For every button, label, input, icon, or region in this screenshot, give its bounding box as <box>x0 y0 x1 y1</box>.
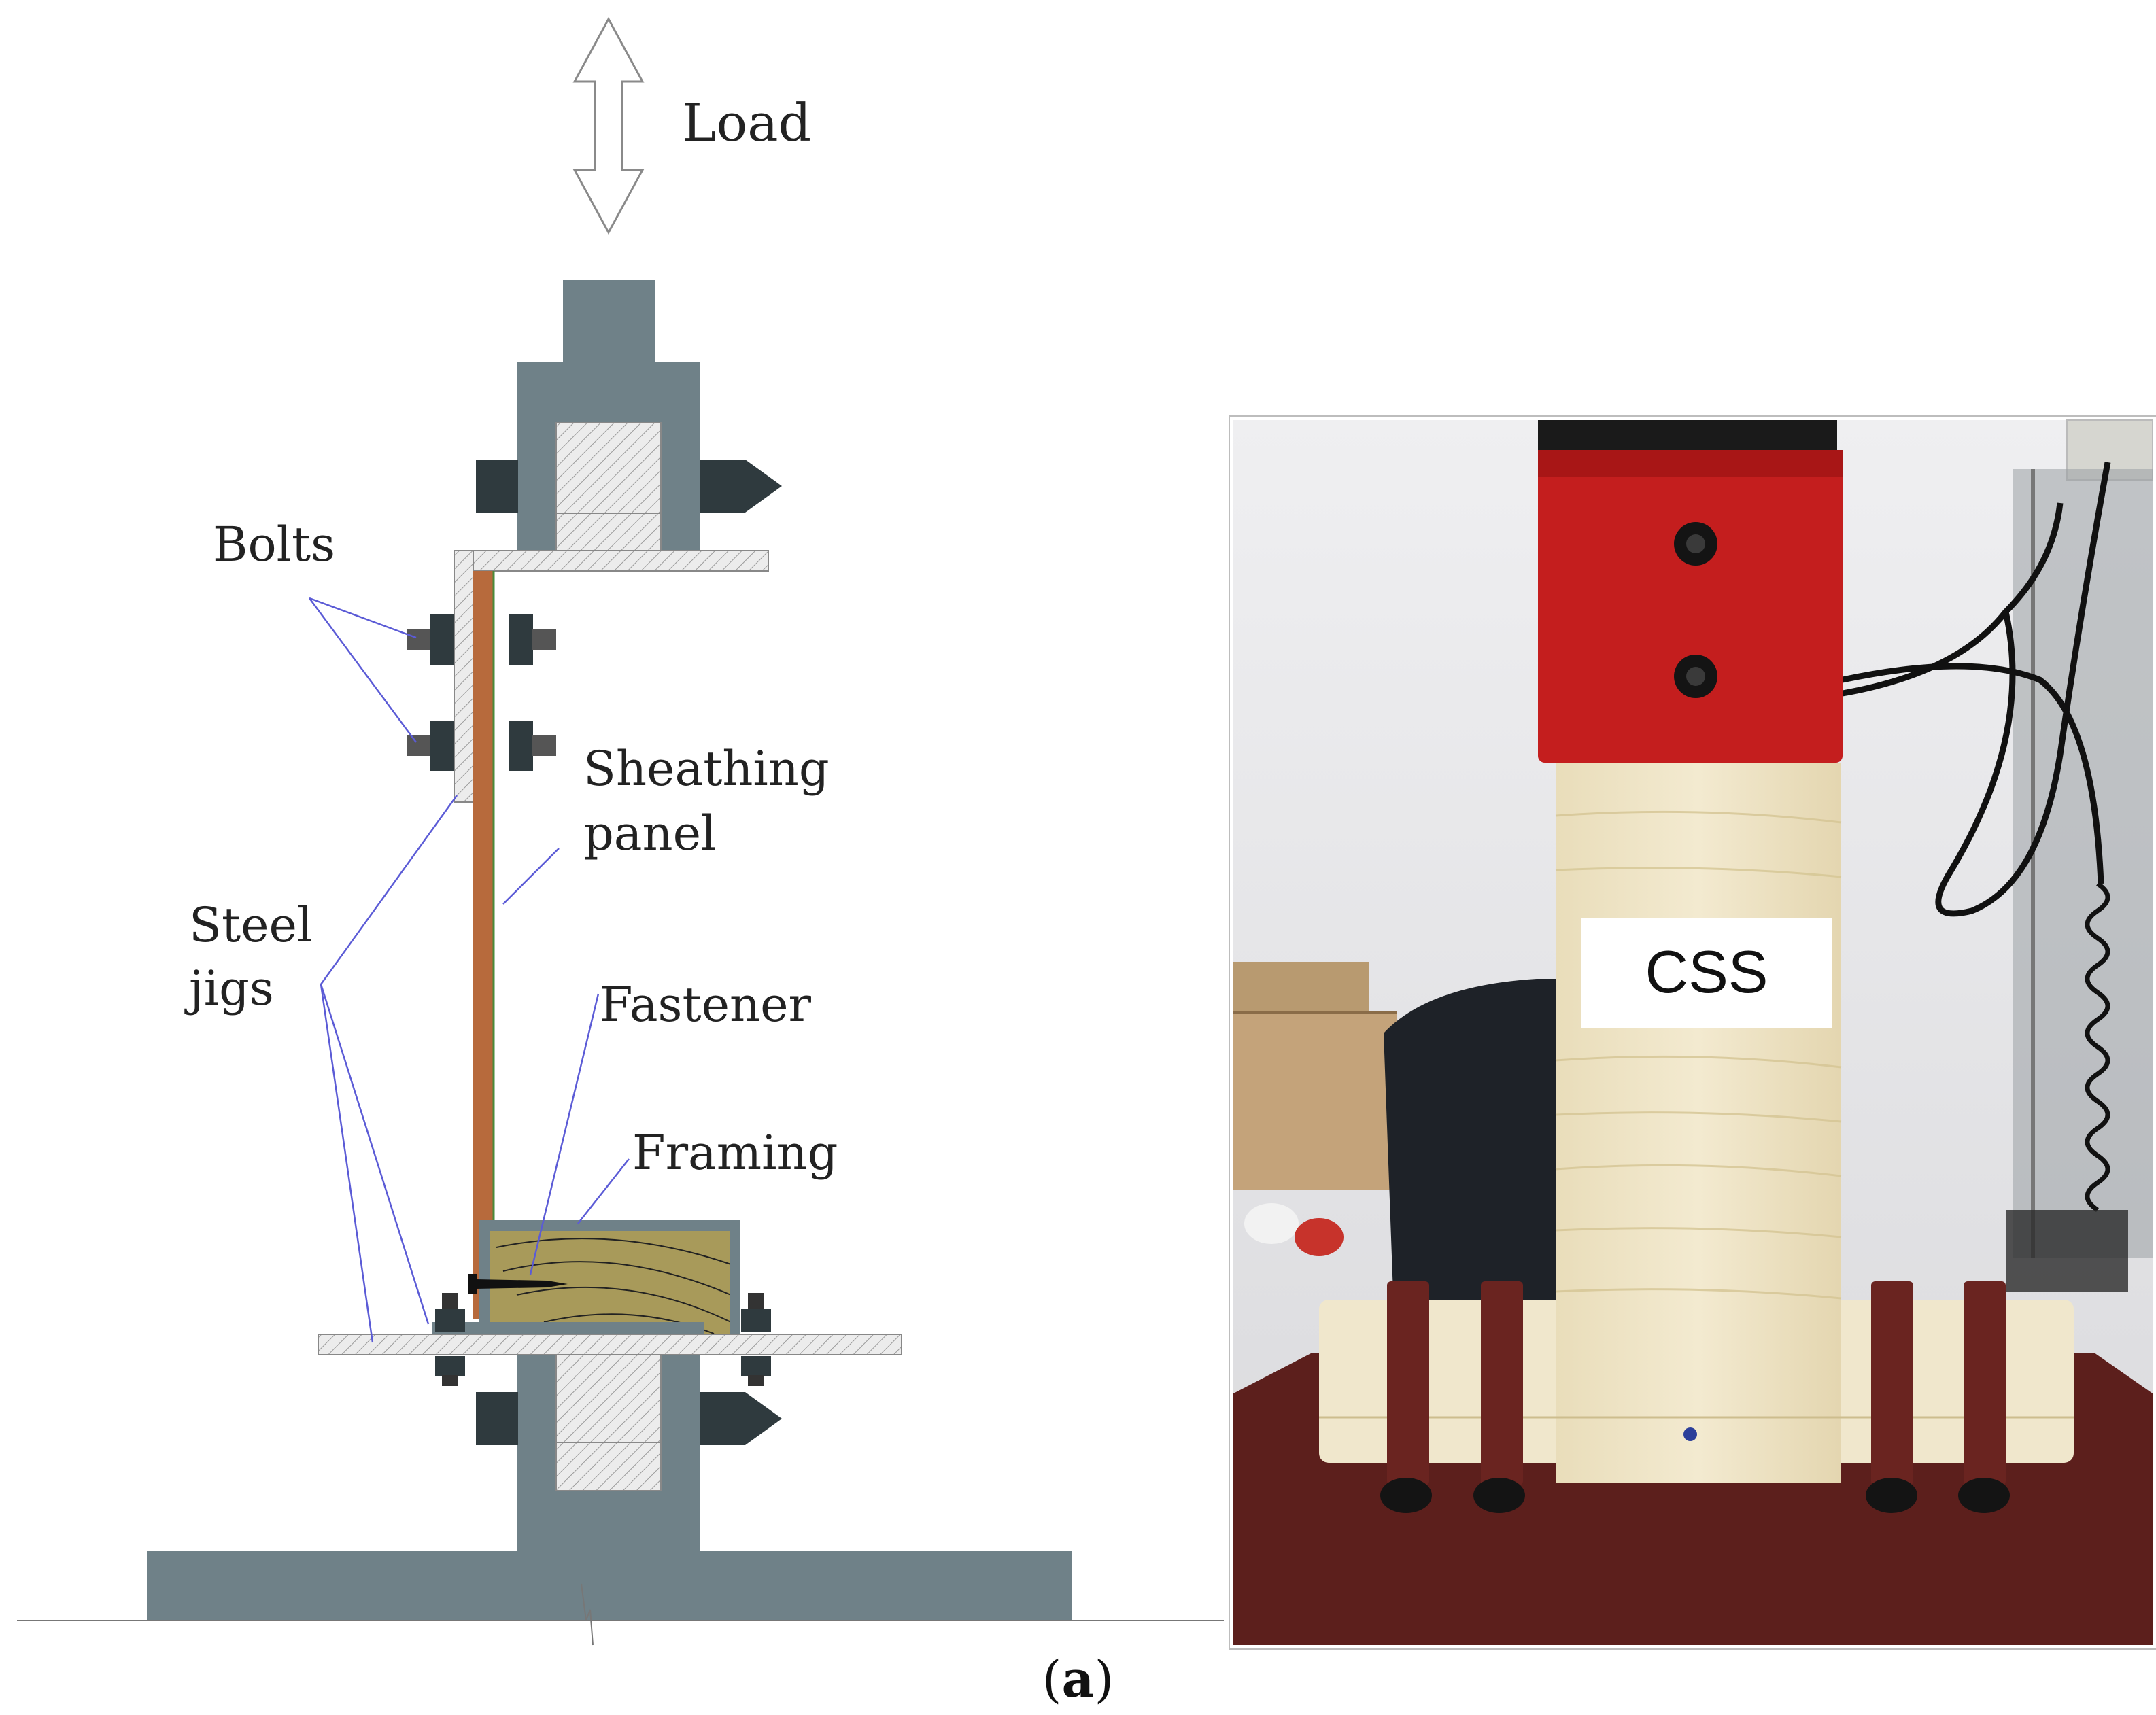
red-clamp <box>1538 450 1843 763</box>
sheathing-label-line2: panel <box>583 805 716 861</box>
specimen-label-text: CSS <box>1645 938 1768 1005</box>
fastener-label: Fastener <box>600 977 812 1033</box>
bottom-grip-pin-right <box>700 1392 782 1445</box>
clamp-bolts <box>1674 522 1717 698</box>
leader-lines <box>308 597 630 1343</box>
bottom-bolts <box>435 1293 771 1386</box>
steel-label-line1: Steel <box>189 897 312 953</box>
top-grip-pin-right <box>700 460 782 513</box>
framing-member <box>483 1224 738 1336</box>
bottom-jig-plate <box>318 1334 902 1355</box>
straps <box>1387 1281 2006 1485</box>
top-grip-pin-left <box>476 460 518 513</box>
sheathing-label-line1: Sheathing <box>583 741 829 797</box>
framing-jig-top <box>479 1220 740 1231</box>
framing-label: Framing <box>632 1125 838 1181</box>
specimen-label-card <box>1581 918 1832 1028</box>
strap-nuts <box>1380 1478 2010 1513</box>
sheathing-panel <box>473 571 494 1319</box>
fastener-head <box>1683 1427 1697 1441</box>
schematic-drawing: Load <box>17 16 1224 1646</box>
load-arrow-icon <box>572 16 645 235</box>
steel-label-line2: jigs <box>184 960 274 1016</box>
caption-letter: a <box>1061 1650 1095 1709</box>
break-mark <box>581 1583 594 1646</box>
machine-base <box>147 1551 1072 1621</box>
bolt-lower <box>407 721 556 771</box>
specimen-photo: CSS <box>1229 415 2156 1650</box>
top-grip-insert <box>555 422 662 551</box>
top-jig-plate <box>454 550 769 572</box>
bottom-grip-insert <box>555 1354 662 1491</box>
framing-jig-right <box>730 1220 740 1339</box>
bolt-upper <box>407 614 556 665</box>
bottom-grip-pin-left <box>476 1392 518 1445</box>
top-grip-neck <box>563 280 655 363</box>
fastener <box>468 1274 568 1294</box>
bolts-label: Bolts <box>213 517 335 572</box>
load-label: Load <box>682 92 811 153</box>
figure-caption: (a) <box>1042 1650 1114 1709</box>
top-jig-leg <box>454 550 474 803</box>
